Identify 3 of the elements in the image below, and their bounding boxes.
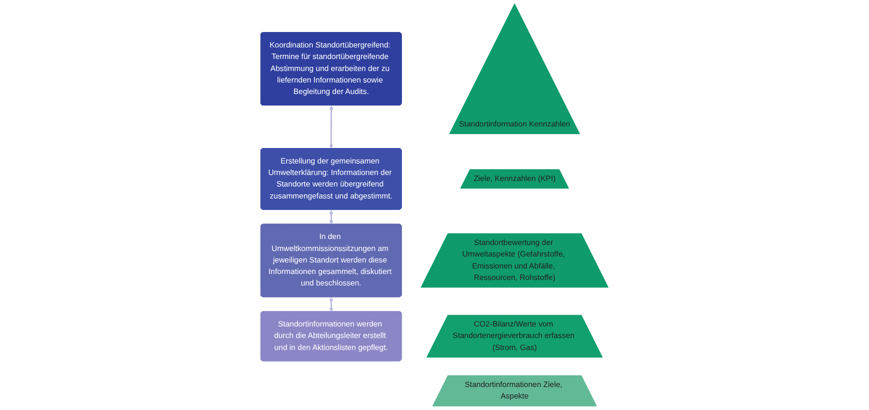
arrow bbox=[329, 297, 334, 312]
arrow bbox=[329, 105, 334, 149]
arrow bbox=[329, 210, 334, 225]
